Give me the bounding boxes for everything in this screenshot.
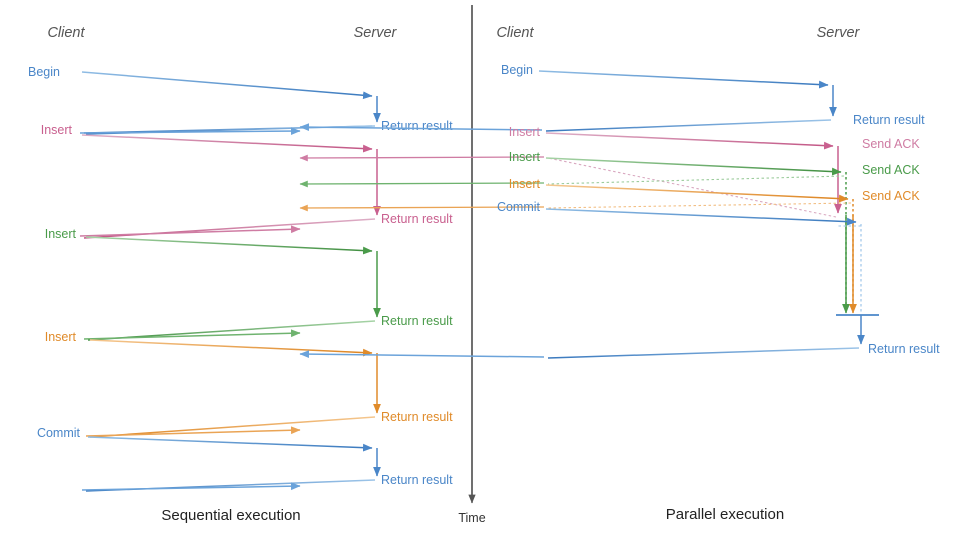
par-client-label-2: Insert xyxy=(509,150,541,164)
par-client-label-3: Insert xyxy=(509,177,541,191)
seq-caption: Sequential execution xyxy=(161,507,300,524)
seq-msg-begin xyxy=(81,71,381,135)
seq-client-label-4: Commit xyxy=(37,426,81,440)
par-server-label-1: Send ACK xyxy=(862,137,920,151)
seq-client-label-1: Insert xyxy=(41,123,73,137)
par-lane-title-server: Server xyxy=(817,25,861,41)
par-lane-title-client: Client xyxy=(496,25,534,41)
seq-lane-title-server: Server xyxy=(354,25,398,41)
seq-lane-title-client: Client xyxy=(47,25,85,41)
seq-server-label-2: Return result xyxy=(381,314,453,328)
par-client-label-4: Commit xyxy=(497,200,541,214)
par-client-label-0: Begin xyxy=(501,63,533,77)
seq-msg-insert-1 xyxy=(79,134,381,239)
seq-server-label-1: Return result xyxy=(381,212,453,226)
seq-server-label-0: Return result xyxy=(381,119,453,133)
seq-client-label-0: Begin xyxy=(28,65,60,79)
par-msg-insert-green xyxy=(299,157,850,314)
panel-parallel: Client Server Return result Begin Send A… xyxy=(299,25,940,523)
par-msg-commit xyxy=(299,208,879,359)
par-msg-begin xyxy=(299,70,837,132)
seq-msg-commit xyxy=(81,436,381,492)
par-server-label-2: Send ACK xyxy=(862,163,920,177)
panel-sequential: Client Server Return result Begin Return… xyxy=(28,25,453,524)
par-client-label-1: Insert xyxy=(509,125,541,139)
par-msg-insert-pink xyxy=(299,132,842,218)
seq-return-begin-arrow xyxy=(79,127,301,135)
seq-msg-insert-3 xyxy=(85,339,381,438)
time-axis-label: Time xyxy=(458,511,485,525)
seq-server-label-3: Return result xyxy=(381,410,453,424)
seq-client-label-2: Insert xyxy=(45,227,77,241)
seq-server-label-4: Return result xyxy=(381,473,453,487)
par-server-label-4: Return result xyxy=(868,342,940,356)
par-server-label-3: Send ACK xyxy=(862,189,920,203)
par-caption: Parallel execution xyxy=(666,506,784,523)
par-msg-insert-orange xyxy=(299,184,857,314)
seq-client-label-3: Insert xyxy=(45,330,77,344)
seq-msg-insert-2 xyxy=(83,236,381,341)
par-server-label-0: Return result xyxy=(853,113,925,127)
